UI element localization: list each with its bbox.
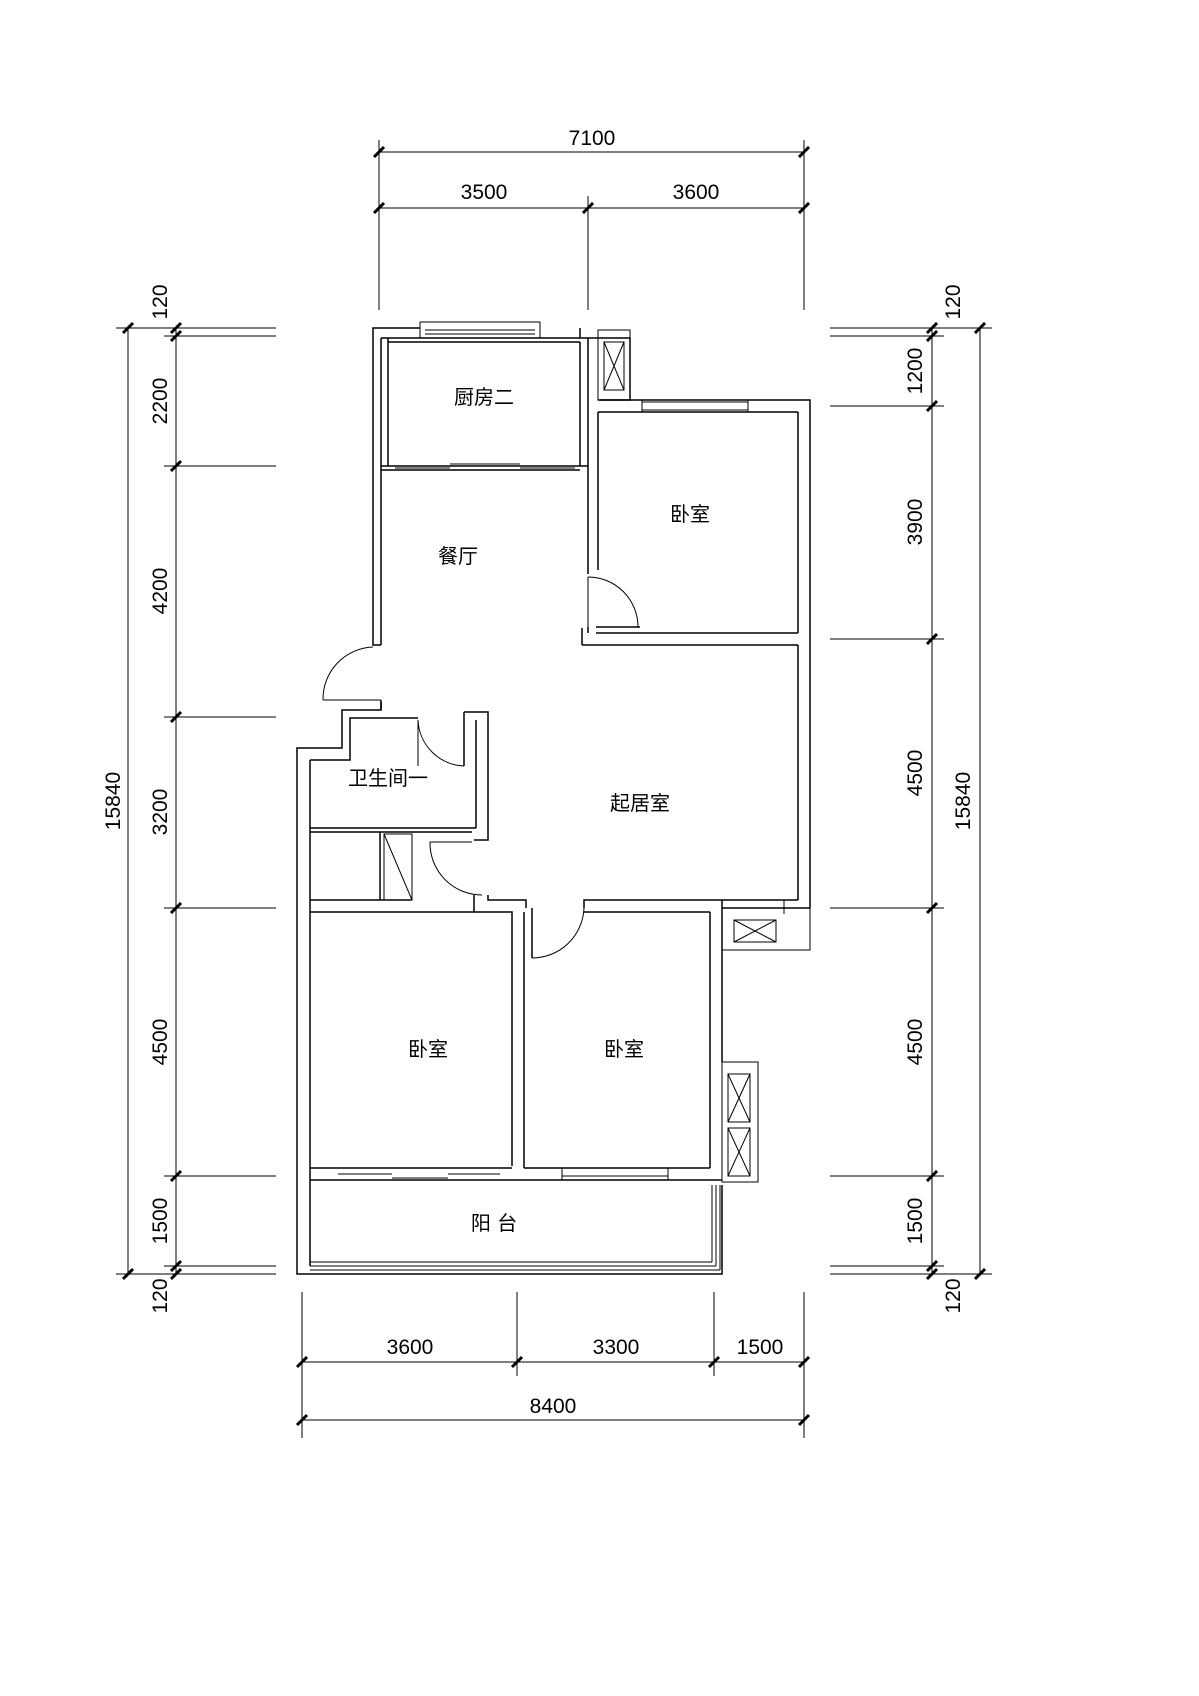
room-label-balcony: 阳 台 [471,1211,517,1235]
dim-bottom-mid: 3300 [593,1336,640,1359]
dim-left-balcony: 1500 [149,1198,172,1245]
room-label-dining: 餐厅 [438,544,478,568]
room-label-bedroom-sw: 卧室 [408,1037,448,1061]
room-label-bedroom-s: 卧室 [604,1037,644,1061]
dim-top-total: 7100 [569,127,616,150]
dim-left-bottom-wall: 120 [149,1278,172,1313]
dim-right-living: 4500 [904,750,927,797]
dim-left-total: 15840 [102,772,125,830]
dim-left-kitchen: 2200 [149,378,172,425]
dim-bottom-left: 3600 [387,1336,434,1359]
dim-right-top-wall: 120 [942,284,965,319]
dim-right-bedroom: 3900 [904,499,927,546]
dim-right-total: 15840 [952,772,975,830]
room-label-bedroom-ne: 卧室 [670,502,710,526]
dim-right-top: 1200 [904,348,927,395]
dim-right-bottom-wall: 120 [942,1278,965,1313]
room-label-bathroom: 卫生间一 [348,766,428,790]
dim-right-bedroom-s: 4500 [904,1019,927,1066]
dimension-labels: 7100 3500 3600 3600 3300 1500 8400 120 2… [102,127,975,1418]
dim-left-top-wall: 120 [149,284,172,319]
dim-top-right: 3600 [673,181,720,204]
dim-left-bath: 3200 [149,789,172,836]
dimension-lines [116,140,992,1438]
dim-bottom-total: 8400 [530,1395,577,1418]
dim-right-balcony: 1500 [904,1198,927,1245]
dim-top-left: 3500 [461,181,508,204]
dim-bottom-right: 1500 [737,1336,784,1359]
room-labels: 厨房二 餐厅 卧室 卫生间一 起居室 卧室 卧室 阳 台 [348,385,710,1235]
dim-left-bedroom: 4500 [149,1019,172,1066]
walls [296,321,811,1275]
room-label-living: 起居室 [610,791,670,815]
doors [322,576,639,959]
dim-left-dining: 4200 [149,568,172,615]
room-label-kitchen: 厨房二 [454,385,514,409]
